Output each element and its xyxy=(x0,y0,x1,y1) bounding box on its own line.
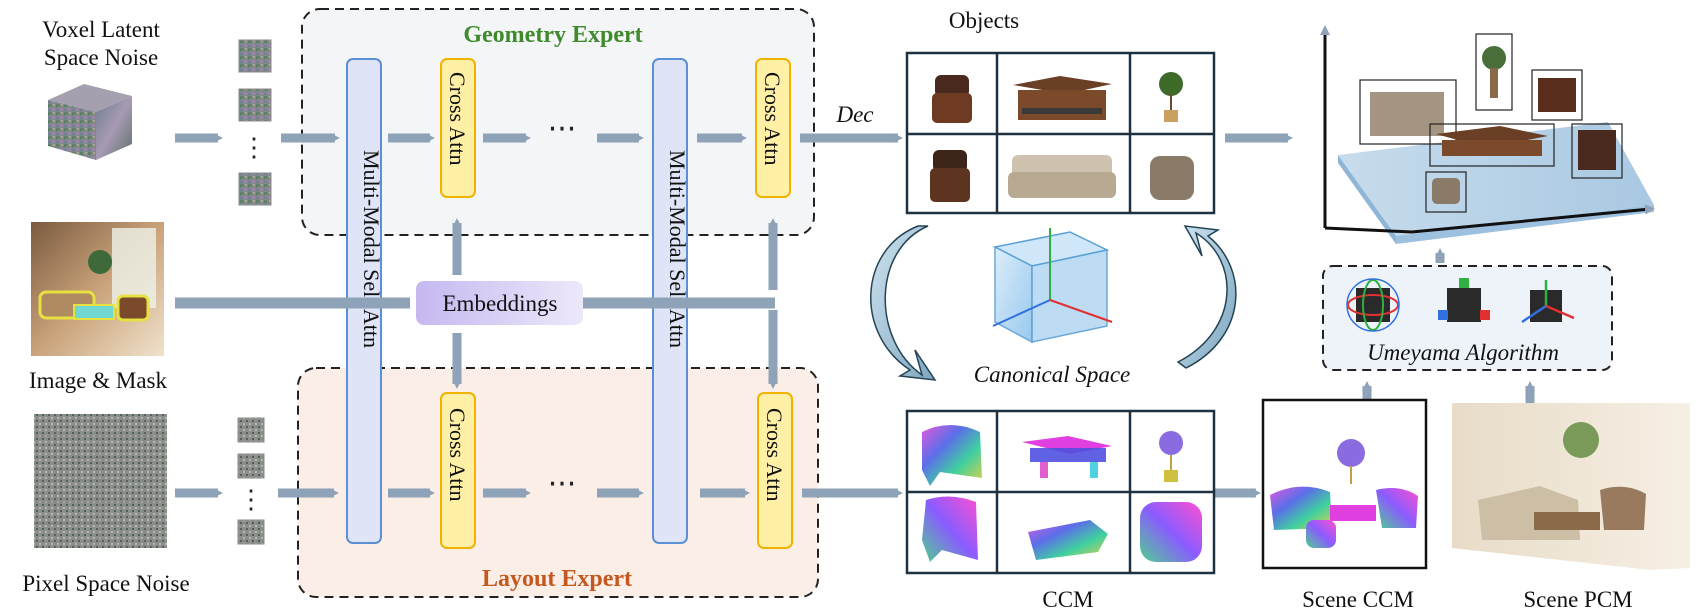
pixel-noise-image-icon xyxy=(34,414,167,548)
objects-title: Objects xyxy=(949,8,1019,33)
voxel-noise-label-line2: Space Noise xyxy=(44,45,158,70)
scene-pcm-panel xyxy=(1452,403,1690,570)
ccm-armchair-2-icon xyxy=(922,496,978,562)
objects-grid xyxy=(905,51,1216,215)
ccm-sofa-icon xyxy=(1028,520,1108,560)
pixel-tokens-ellipsis: ⋮ xyxy=(238,485,264,514)
pixel-tokens: ⋮ xyxy=(237,417,265,545)
scaling-cube-icon xyxy=(1438,278,1490,322)
cross-attn-label-l2: Cross Attn xyxy=(762,408,787,502)
room-photo-icon xyxy=(31,222,164,356)
pixel-noise-label: Pixel Space Noise xyxy=(22,571,189,596)
self-attn-label-2: Multi-Modal Self Attn xyxy=(665,150,690,348)
scene-3d-result xyxy=(1320,25,1655,244)
cross-attn-geometry-1: Cross Attn xyxy=(440,58,476,198)
ottoman-object-icon xyxy=(1150,156,1194,200)
ccm-plant-icon xyxy=(1159,431,1183,482)
x-axis-arrow xyxy=(1411,204,1655,234)
canonical-space-label: Canonical Space xyxy=(974,362,1131,387)
dec-label: Dec xyxy=(835,102,873,127)
umeyama-box: Umeyama Algorithm xyxy=(1322,265,1613,371)
ccm-table-icon xyxy=(1022,436,1112,478)
scene-table-icon xyxy=(1429,123,1555,167)
canonical-curved-arrows xyxy=(870,225,1237,381)
cross-attn-layout-2: Cross Attn xyxy=(757,392,793,549)
canonical-space-cube xyxy=(992,228,1113,344)
scene-ottoman-icon xyxy=(1425,171,1467,213)
z-axis-line xyxy=(1324,226,1413,234)
translation-cube-icon xyxy=(1521,280,1575,324)
geometry-expert-title: Geometry Expert xyxy=(463,22,642,48)
scene-ccm-panel xyxy=(1261,398,1428,570)
ellipsis-marks: ··· ··· xyxy=(548,112,577,502)
embeddings-label: Embeddings xyxy=(443,291,558,316)
embeddings-block: Embeddings xyxy=(416,281,583,325)
pixel-noise-input: Pixel Space Noise xyxy=(22,414,190,596)
cross-attn-label-g2: Cross Attn xyxy=(760,72,785,166)
umeyama-label: Umeyama Algorithm xyxy=(1367,340,1559,365)
voxel-noise-label-line1: Voxel Latent xyxy=(42,17,160,42)
voxel-noise-input: Voxel Latent Space Noise xyxy=(42,17,160,160)
scene-sofa-icon xyxy=(1359,79,1457,145)
armchair-2-object-icon xyxy=(930,150,970,202)
ccm-label: CCM xyxy=(1042,587,1093,612)
geometry-ellipsis: ··· xyxy=(548,112,577,147)
cross-attn-layout-1: Cross Attn xyxy=(440,392,476,549)
layout-ellipsis: ··· xyxy=(548,467,577,502)
scene-armchair-icon xyxy=(1531,69,1583,121)
flow-arrows xyxy=(175,133,1535,498)
ccm-grid xyxy=(905,409,1216,575)
cross-attn-geometry-2: Cross Attn xyxy=(755,58,791,198)
voxel-tokens: ⋮ xyxy=(238,39,272,206)
coffee-table-object-icon xyxy=(1013,76,1112,120)
plant-object-icon xyxy=(1159,72,1183,122)
image-mask-input: Image & Mask xyxy=(29,222,167,393)
layout-expert-title: Layout Expert xyxy=(482,566,632,592)
armchair-object-icon xyxy=(932,75,972,123)
self-attn-label-1: Multi-Modal Self Attn xyxy=(359,150,384,348)
sofa-object-icon xyxy=(1008,155,1116,198)
rotation-cube-icon xyxy=(1346,278,1400,332)
scene-ccm-label: Scene CCM xyxy=(1302,587,1414,612)
voxel-tokens-ellipsis: ⋮ xyxy=(241,133,267,162)
cross-attn-label-g1: Cross Attn xyxy=(445,72,470,166)
scene-pcm-label: Scene PCM xyxy=(1523,587,1632,612)
voxel-cube-icon xyxy=(48,84,132,160)
scene-armchair-2-icon xyxy=(1571,123,1623,179)
cross-attn-label-l1: Cross Attn xyxy=(445,408,470,502)
image-mask-label: Image & Mask xyxy=(29,368,167,393)
ccm-armchair-icon xyxy=(922,425,982,486)
ccm-ottoman-icon xyxy=(1140,502,1202,562)
scene-plant-icon xyxy=(1475,33,1513,111)
